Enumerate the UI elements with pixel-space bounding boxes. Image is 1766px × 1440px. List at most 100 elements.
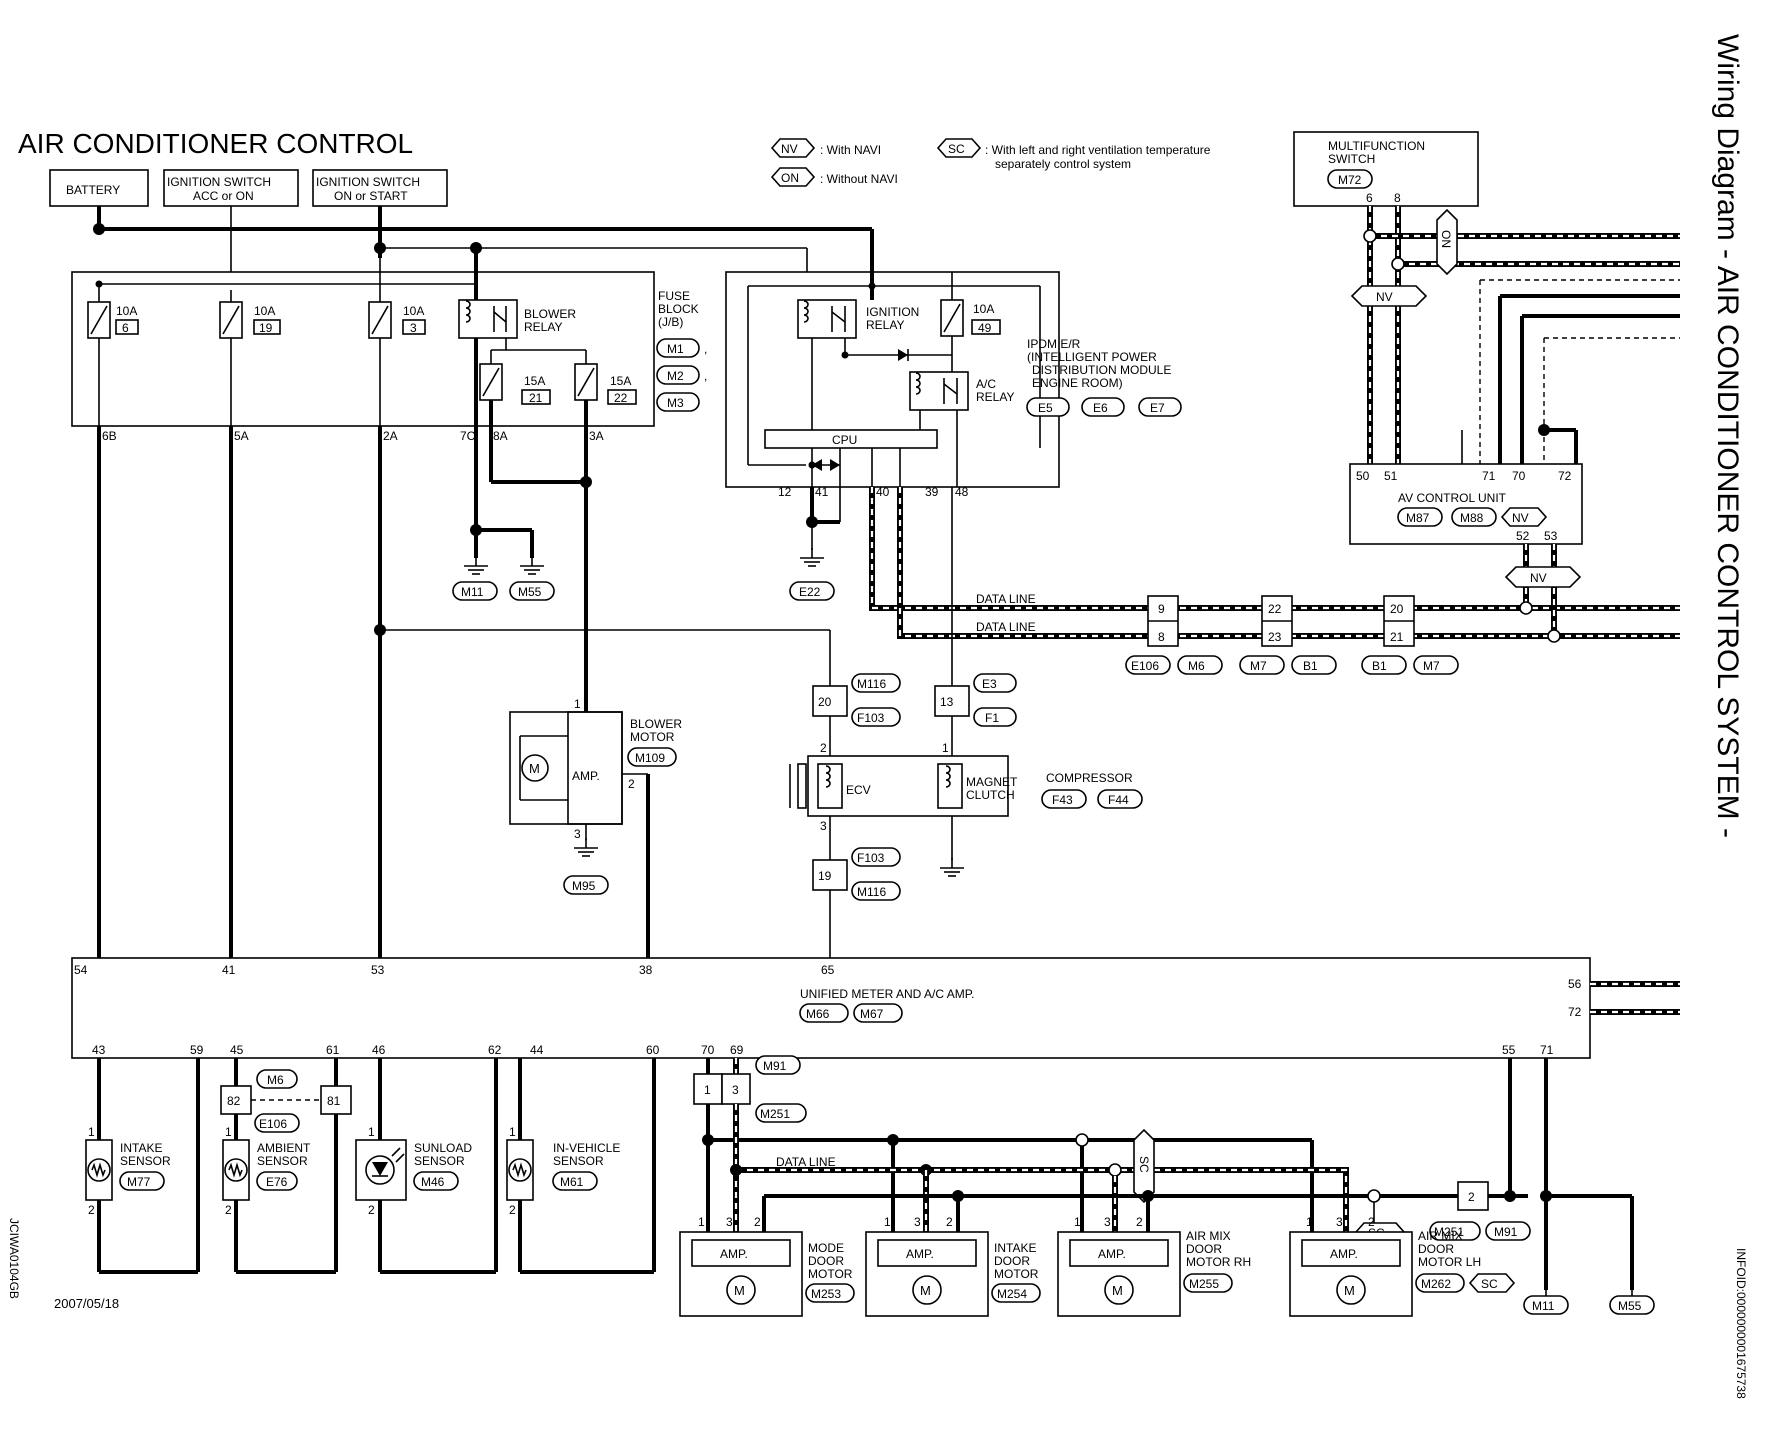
fuse-pin-6b: 6B	[102, 429, 117, 443]
multifunction-pin-8: 8	[1394, 191, 1401, 205]
ipdm-pin-40: 40	[876, 485, 890, 499]
ua-pin-56: 56	[1568, 977, 1582, 991]
air-mix-rh-motor-icon	[1104, 1275, 1134, 1305]
unified-label: UNIFIED METER AND A/C AMP.	[800, 987, 974, 1001]
ipdm-pin-41: 41	[815, 485, 829, 499]
blower-motor-conn: M109	[635, 751, 665, 765]
intake-door-pin-1: 1	[884, 1215, 891, 1229]
ipdm-label-3: DISTRIBUTION MODULE	[1032, 363, 1171, 377]
intake-sensor-pin-1: 1	[88, 1125, 95, 1139]
ambient-sensor-label-1: AMBIENT	[257, 1141, 311, 1155]
air-mix-lh-motor-m: M	[1344, 1283, 1355, 1298]
side-title: Wiring Diagram - AIR CONDITIONER CONTROL…	[1711, 34, 1744, 838]
joint-19-group: 19 F103 M116	[812, 847, 901, 958]
mode-door-pin-1: 1	[698, 1215, 705, 1229]
sunload-sensor-conn: M46	[421, 1175, 445, 1189]
av-tag-nv: NV	[1512, 511, 1529, 525]
motor-joint-1: 1	[704, 1083, 711, 1097]
ipdm-er: IGNITION RELAY 10A 49 A/C RELAY CPU	[725, 271, 1060, 499]
unified-meter-ac-amp: 54 41 53 38 65 56 72 UNIFIED METER AND A…	[71, 957, 1680, 1059]
ignition-on-label-2: ON or START	[334, 189, 408, 203]
legend-sc-desc-1: : With left and right ventilation temper…	[985, 143, 1211, 157]
ipdm-cpu	[764, 429, 938, 449]
data-line-label-1: DATA LINE	[976, 592, 1036, 606]
ground-m11-label: M11	[461, 585, 484, 599]
unified-conn-m67: M67	[860, 1007, 884, 1021]
av-control-unit: 50 51 71 70 72 AV CONTROL UNIT M87 M88 N…	[1349, 463, 1583, 545]
multifunction-conn: M72	[1338, 173, 1362, 187]
door-motor-wiring: 1 3 M91 M251 DATA LINE SC	[693, 1055, 1655, 1315]
legend-on-tag: ON	[781, 171, 799, 185]
fuse-6-amp: 10A	[116, 304, 137, 318]
dl-conn3-a: B1	[1372, 659, 1387, 673]
ignition-relay-label-1: IGNITION	[866, 305, 919, 319]
fuse-block-label-2: BLOCK	[658, 302, 699, 316]
air-mix-rh-pin-1: 1	[1074, 1215, 1081, 1229]
ipdm-label-1: IPDM E/R	[1027, 337, 1081, 351]
sunload-sensor: 1 2 SUNLOAD SENSOR M46	[355, 1125, 472, 1217]
compressor-mc-1: MAGNET	[966, 775, 1018, 789]
joint-20: 20	[818, 695, 832, 709]
ignition-acc-label-2: ACC or ON	[193, 189, 254, 203]
sensor-joint-conn-e106: E106	[259, 1117, 287, 1131]
ipdm-ground: E22	[789, 487, 841, 601]
multifunction-pin-6: 6	[1366, 191, 1373, 205]
compressor-label: COMPRESSOR	[1046, 771, 1133, 785]
av-pin-51: 51	[1384, 469, 1398, 483]
fuse-conn-m3: M3	[667, 396, 684, 410]
legend-nv-tag: NV	[781, 142, 798, 156]
air-mix-lh-label-3: MOTOR LH	[1418, 1255, 1481, 1269]
sunload-sensor-label-2: SENSOR	[414, 1154, 465, 1168]
fuse-pin-5a: 5A	[234, 429, 249, 443]
diagram-date: 2007/05/18	[54, 1296, 119, 1311]
blower-motor-label-1: BLOWER	[630, 717, 682, 731]
ignition-bus-wiring	[97, 426, 953, 958]
sunload-sensor-pin-1: 1	[368, 1125, 375, 1139]
ipdm-pin-12: 12	[778, 485, 792, 499]
av-pin-52: 52	[1516, 529, 1530, 543]
motor-joint-conn-m251: M251	[760, 1107, 790, 1121]
mode-door-motor-icon	[726, 1275, 756, 1305]
motor-joint-2: 2	[1468, 1190, 1475, 1204]
legend-sc-desc-2: separately control system	[995, 157, 1131, 171]
motor-joint-conn-m91: M91	[763, 1059, 787, 1073]
multifunction-switch: MULTIFUNCTION SWITCH M72 6 8	[1293, 131, 1479, 207]
intake-door-motor: AMP. M 1 3 2 INTAKE DOOR MOTOR M254	[865, 1215, 1041, 1317]
info-code: INFOID:0000000001675738	[1734, 1248, 1748, 1399]
blower-amp-label: AMP.	[572, 769, 600, 783]
intake-door-pin-2: 2	[946, 1215, 953, 1229]
ground-e22-icon	[799, 547, 825, 567]
air-mix-lh-label-1: AIR MIX	[1418, 1229, 1463, 1243]
ipdm-pin-39: 39	[925, 485, 939, 499]
fuse-21-num: 21	[529, 391, 543, 405]
air-mix-lh-pin-1: 1	[1306, 1215, 1313, 1229]
joint-13-conn-a: E3	[982, 677, 997, 691]
ua-pin-41: 41	[222, 963, 236, 977]
ua-pin-61: 61	[326, 1043, 340, 1057]
compressor-ground-icon	[939, 857, 965, 877]
mode-door-label-3: MOTOR	[808, 1267, 853, 1281]
motor-joint-conn-m91-b: M91	[1494, 1225, 1518, 1239]
joint-19-conn-a: F103	[857, 851, 885, 865]
motor-joint-3: 3	[732, 1083, 739, 1097]
blower-relay-label-1: BLOWER	[524, 307, 576, 321]
ua-pin-43: 43	[92, 1043, 106, 1057]
air-mix-rh-amp: AMP.	[1098, 1247, 1126, 1261]
ambient-sensor-pin-2: 2	[225, 1203, 232, 1217]
ua-pin-62: 62	[488, 1043, 502, 1057]
dl-conn2-a: M7	[1250, 659, 1267, 673]
intake-door-motor-m: M	[920, 1283, 931, 1298]
ipdm-conn-e6: E6	[1093, 401, 1108, 415]
ignition-acc-box	[163, 169, 299, 207]
fuse-pin-3a: 3A	[589, 429, 604, 443]
ua-pin-45: 45	[230, 1043, 244, 1057]
intake-door-label-3: MOTOR	[994, 1267, 1039, 1281]
joint-13-conn-b: F1	[985, 711, 999, 725]
unified-conn-m66: M66	[806, 1007, 830, 1021]
legend-on-desc: : Without NAVI	[820, 172, 898, 186]
ignition-acc-label-1: IGNITION SWITCH	[167, 175, 271, 189]
intake-door-label-1: INTAKE	[994, 1241, 1036, 1255]
intake-door-amp: AMP.	[906, 1247, 934, 1261]
fuse-19-amp: 10A	[254, 304, 275, 318]
ground-m55-label: M55	[518, 585, 542, 599]
